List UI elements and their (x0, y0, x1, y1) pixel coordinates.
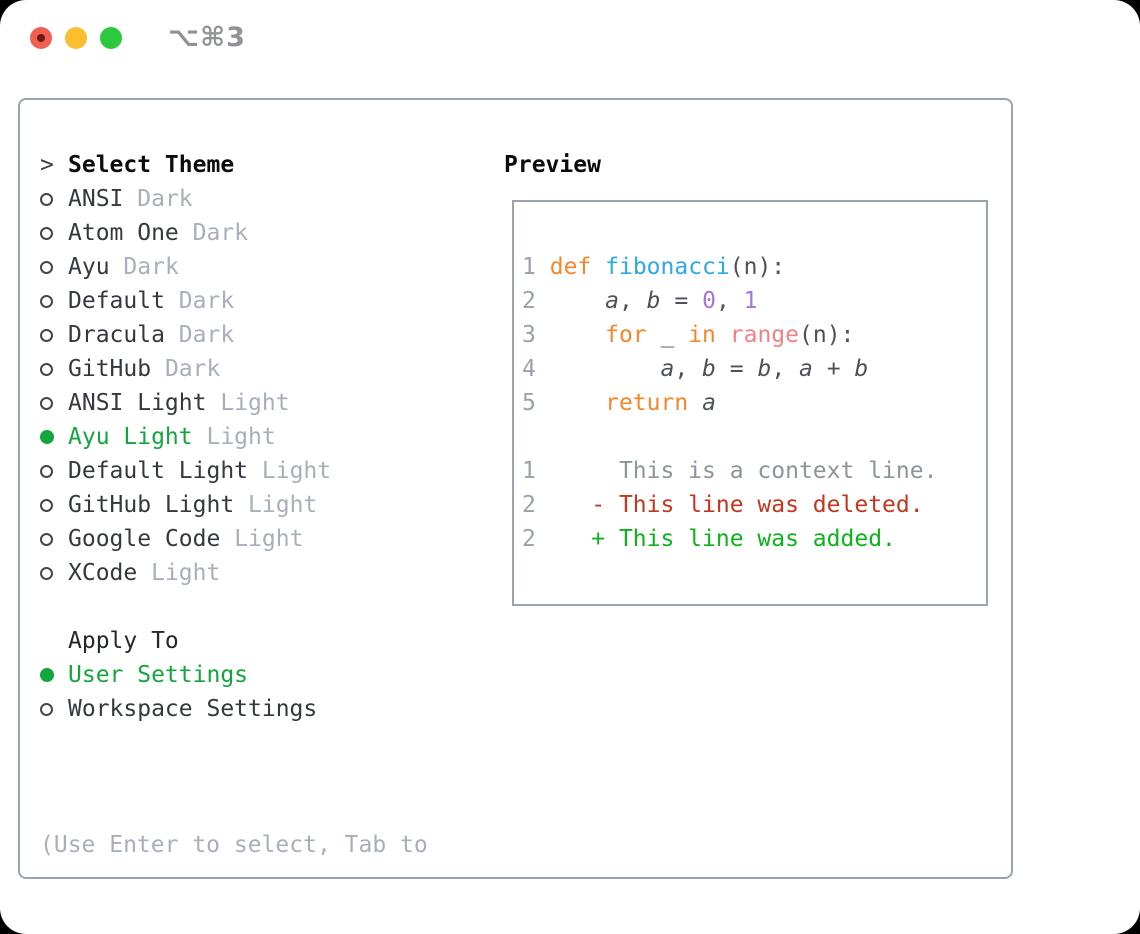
theme-option[interactable]: Ayu Light Light (40, 420, 500, 454)
code-line: 2 - This line was deleted. (522, 492, 924, 518)
preview-pane: Preview 1 def fibonacci(n): 2 a, b = 0, 1… (504, 148, 1004, 606)
theme-variant-tag: Dark (178, 322, 235, 348)
unsaved-dot-icon (37, 34, 45, 42)
line-number: 2 (522, 288, 536, 314)
radio-icon (40, 454, 68, 488)
hint-line-1: (Use Enter to select, Tab to (40, 832, 428, 858)
preview-box: 1 def fibonacci(n): 2 a, b = 0, 1 3 for _ … (512, 200, 988, 606)
code-line: 2 a, b = 0, 1 (522, 288, 758, 314)
preview-heading: Preview (504, 152, 601, 178)
theme-option[interactable]: Default Dark (40, 284, 500, 318)
radio-icon (40, 284, 68, 318)
theme-option[interactable]: Ayu Dark (40, 250, 500, 284)
code-line: 2 + This line was added. (522, 526, 896, 552)
apply-to-heading: Apply To (40, 624, 500, 658)
radio-icon (40, 556, 68, 590)
select-theme-heading-label: Select Theme (68, 152, 235, 178)
theme-variant-tag: Light (220, 390, 290, 416)
theme-option-label: Default Light (68, 458, 249, 484)
theme-option-label: Ayu (68, 254, 110, 280)
theme-variant-tag: Light (248, 492, 318, 518)
theme-option-label: Google Code (68, 526, 221, 552)
titlebar: ⌥⌘3 (0, 0, 1140, 98)
code-line: 5 return a (522, 390, 716, 416)
apply-option[interactable]: User Settings (40, 658, 500, 692)
theme-variant-tag: Dark (178, 288, 235, 314)
theme-option-label: XCode (68, 560, 138, 586)
radio-icon (40, 216, 68, 250)
theme-option[interactable]: Atom One Dark (40, 216, 500, 250)
hint-line-2: change focus) (40, 930, 500, 934)
code-line: 3 for _ in range(n): (522, 322, 855, 348)
theme-option[interactable]: GitHub Light Light (40, 488, 500, 522)
theme-option-label: GitHub Light (68, 492, 235, 518)
line-number: 2 (522, 492, 536, 518)
radio-icon (40, 692, 68, 726)
theme-variant-tag: Dark (164, 356, 221, 382)
keyboard-hint: (Use Enter to select, Tab to change focu… (40, 760, 500, 934)
line-number: 3 (522, 322, 536, 348)
theme-option[interactable]: ANSI Light Light (40, 386, 500, 420)
apply-option-label: User Settings (68, 662, 249, 688)
apply-option-label: Workspace Settings (68, 696, 318, 722)
line-number: 4 (522, 356, 536, 382)
radio-selected-icon (40, 420, 68, 454)
radio-selected-icon (40, 658, 68, 692)
theme-variant-tag: Light (234, 526, 304, 552)
line-number: 2 (522, 526, 536, 552)
theme-option-label: Dracula (68, 322, 165, 348)
theme-variant-tag: Light (151, 560, 221, 586)
radio-icon (40, 318, 68, 352)
theme-variant-tag: Dark (192, 220, 249, 246)
radio-icon (40, 182, 68, 216)
select-theme-heading: > Select Theme (40, 148, 500, 182)
line-number: 1 (522, 254, 536, 280)
theme-option-label: ANSI (68, 186, 124, 212)
code-line: 1 def fibonacci(n): (522, 254, 786, 280)
minimize-button[interactable] (65, 27, 87, 49)
theme-option-label: Atom One (68, 220, 179, 246)
theme-variant-tag: Dark (137, 186, 193, 212)
zoom-button[interactable] (100, 27, 122, 49)
radio-icon (40, 386, 68, 420)
code-line: 1 This is a context line. (522, 458, 938, 484)
theme-option-label: ANSI Light (68, 390, 207, 416)
theme-option-label: Default (68, 288, 165, 314)
line-number: 1 (522, 458, 536, 484)
radio-icon (40, 488, 68, 522)
theme-option[interactable]: Dracula Dark (40, 318, 500, 352)
theme-option[interactable]: XCode Light (40, 556, 500, 590)
theme-option[interactable]: ANSI Dark (40, 182, 500, 216)
code-line: 4 a, b = b, a + b (522, 356, 869, 382)
code-line (522, 420, 986, 454)
radio-icon (40, 250, 68, 284)
line-number: 5 (522, 390, 536, 416)
theme-option[interactable]: Default Light Light (40, 454, 500, 488)
theme-variant-tag: Light (206, 424, 276, 450)
focus-caret-icon: > (40, 152, 54, 178)
apply-to-heading-label: Apply To (68, 628, 179, 654)
window-title: ⌥⌘3 (168, 22, 246, 53)
theme-option[interactable]: GitHub Dark (40, 352, 500, 386)
radio-icon (40, 352, 68, 386)
theme-variant-tag: Dark (123, 254, 179, 280)
apply-option[interactable]: Workspace Settings (40, 692, 500, 726)
theme-variant-tag: Light (261, 458, 332, 484)
close-button[interactable] (30, 27, 52, 49)
theme-option-label: Ayu Light (68, 424, 193, 450)
radio-icon (40, 522, 68, 556)
theme-option[interactable]: Google Code Light (40, 522, 500, 556)
theme-option-label: GitHub (68, 356, 152, 382)
